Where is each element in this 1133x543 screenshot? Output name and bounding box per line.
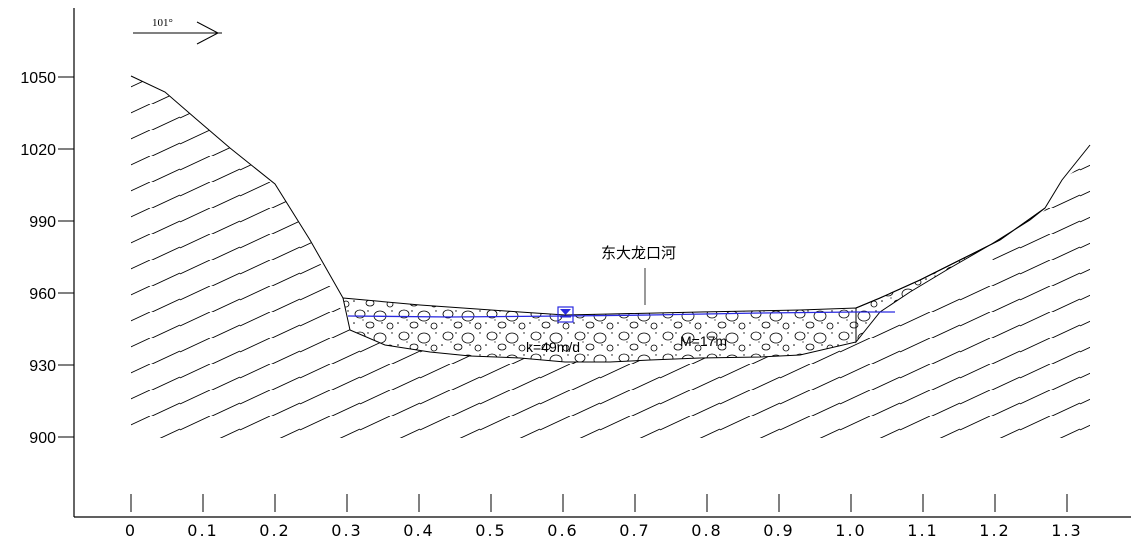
y-tick-label: 990 [29,214,56,231]
water-level-line [347,311,895,318]
bedrock-right [856,160,1090,438]
hydraulic-conductivity-label: k=49m/d [526,339,580,355]
x-tick-label: 0.1 [187,521,218,540]
x-tick-label: 1.2 [979,521,1010,540]
x-tick-label: 0.7 [619,521,650,540]
y-tick-label: 1020 [20,142,56,159]
y-axis-ticks: 1050 1020 990 960 930 900 [20,70,74,447]
x-tick-label: 0.6 [547,521,578,540]
x-axis-ticks: 0 0.1 0.2 0.3 0.4 0.5 0.6 0.7 0.8 0.9 1.0 1.1 1.2 1.3 [125,494,1082,540]
water-level-symbol [557,306,574,323]
river-label: 东大龙口河 [601,244,676,262]
x-tick-label: 0.5 [475,521,506,540]
y-tick-label: 930 [29,358,56,375]
aquifer-thickness-label: M=17m [680,333,727,349]
x-tick-label: 0 [125,521,137,540]
x-tick-label: 1.0 [835,521,866,540]
x-tick-label: 1.3 [1051,521,1082,540]
direction-label: 101° [152,17,173,29]
bedrock-left [131,76,856,438]
x-tick-label: 1.1 [907,521,938,540]
y-tick-label: 1050 [20,70,56,87]
section-direction-indicator [133,21,222,45]
x-tick-label: 0.4 [403,521,434,540]
y-tick-label: 960 [29,286,56,303]
x-tick-label: 0.8 [691,521,722,540]
x-tick-label: 0.3 [331,521,362,540]
x-tick-label: 0.9 [763,521,794,540]
terrain-surface-left [130,75,344,299]
x-tick-label: 0.2 [259,521,290,540]
y-tick-label: 900 [29,430,56,447]
